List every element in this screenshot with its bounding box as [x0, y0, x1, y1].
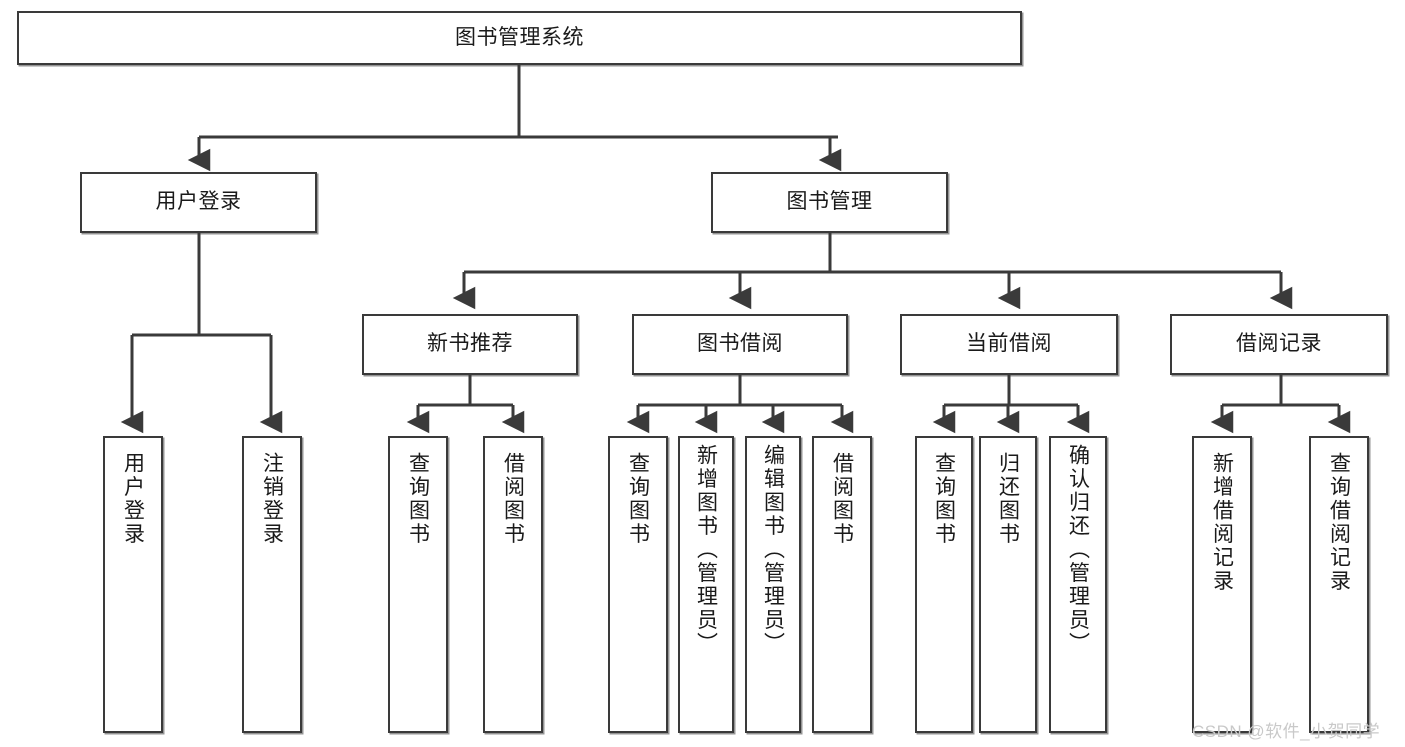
node-borrow-record[interactable]: 借阅记录 — [1170, 314, 1388, 375]
node-label: 归还图书 — [996, 452, 1020, 546]
node-label: 新增图书（管理员） — [694, 444, 718, 656]
node-label: 图书借阅 — [697, 332, 783, 356]
node-leaf-query-book-2[interactable]: 查询图书 — [608, 436, 668, 733]
node-label: 查询图书 — [406, 452, 430, 546]
node-label: 查询图书 — [626, 452, 650, 546]
node-label: 图书管理 — [786, 190, 873, 214]
node-leaf-return-book[interactable]: 归还图书 — [979, 436, 1037, 733]
node-leaf-query-book-3[interactable]: 查询图书 — [915, 436, 973, 733]
node-leaf-edit-book[interactable]: 编辑图书（管理员） — [745, 436, 801, 733]
node-label: 查询借阅记录 — [1327, 452, 1351, 593]
node-label: 查询图书 — [932, 452, 956, 546]
node-leaf-add-record[interactable]: 新增借阅记录 — [1192, 436, 1252, 733]
node-label: 借阅记录 — [1236, 332, 1322, 356]
node-leaf-user-login[interactable]: 用户登录 — [103, 436, 163, 733]
node-label: 新书推荐 — [427, 332, 513, 356]
node-label: 当前借阅 — [966, 332, 1052, 356]
node-user-login[interactable]: 用户登录 — [80, 172, 317, 233]
node-leaf-confirm-return[interactable]: 确认归还（管理员） — [1049, 436, 1107, 733]
node-label: 新增借阅记录 — [1210, 452, 1234, 593]
node-label: 用户登录 — [155, 190, 242, 214]
node-new-book-recommend[interactable]: 新书推荐 — [362, 314, 578, 375]
node-leaf-add-book[interactable]: 新增图书（管理员） — [678, 436, 734, 733]
watermark: CSDN @软件_小贺同学 — [1192, 722, 1381, 741]
node-label: 注销登录 — [260, 452, 284, 546]
node-book-management-system[interactable]: 图书管理系统 — [17, 11, 1022, 65]
node-leaf-query-book-1[interactable]: 查询图书 — [388, 436, 448, 733]
node-label: 图书管理系统 — [455, 25, 584, 49]
node-leaf-borrow-book-2[interactable]: 借阅图书 — [812, 436, 872, 733]
node-current-borrow[interactable]: 当前借阅 — [900, 314, 1118, 375]
node-label: 编辑图书（管理员） — [761, 444, 785, 656]
node-label: 借阅图书 — [501, 452, 525, 546]
node-label: 借阅图书 — [830, 452, 854, 546]
node-leaf-borrow-book-1[interactable]: 借阅图书 — [483, 436, 543, 733]
node-leaf-logout-login[interactable]: 注销登录 — [242, 436, 302, 733]
node-book-borrow[interactable]: 图书借阅 — [632, 314, 848, 375]
node-leaf-query-record[interactable]: 查询借阅记录 — [1309, 436, 1369, 733]
node-label: 用户登录 — [121, 452, 145, 546]
node-label: 确认归还（管理员） — [1066, 444, 1090, 656]
node-book-management[interactable]: 图书管理 — [711, 172, 948, 233]
